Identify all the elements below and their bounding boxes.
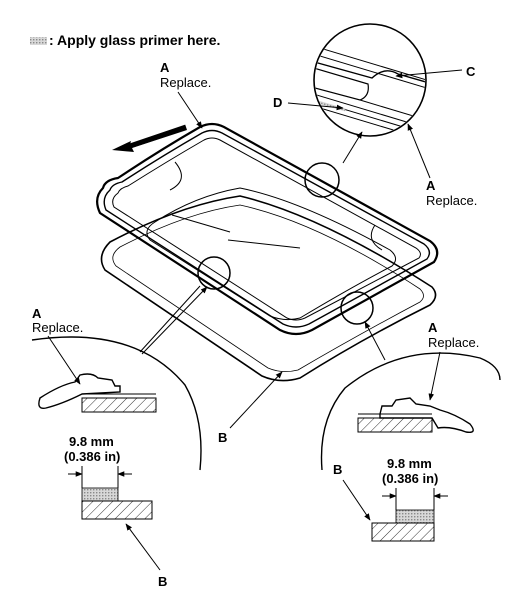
replace-top: Replace.	[160, 75, 211, 90]
glass-panel	[100, 195, 437, 382]
detail-circle-right	[340, 291, 374, 325]
replace-right: Replace.	[428, 335, 479, 350]
detail-circle-top	[304, 162, 340, 198]
label-a-left: A	[32, 306, 42, 321]
legend-text: : Apply glass primer here.	[49, 32, 220, 48]
label-a-top-right: A	[426, 178, 436, 193]
label-b-mid: B	[218, 430, 227, 445]
label-c: C	[466, 64, 476, 79]
legend: : Apply glass primer here.	[30, 32, 220, 48]
replace-left: Replace.	[32, 320, 83, 335]
section-detail-right	[320, 352, 501, 471]
section-detail-left	[31, 336, 202, 471]
label-b-right: B	[333, 462, 342, 477]
detail-circle-left	[197, 256, 231, 290]
arrow-left-icon	[112, 124, 187, 152]
molding-frame	[96, 122, 439, 336]
dim-right-metric: 9.8 mm	[387, 456, 432, 471]
label-a-top: A	[160, 60, 170, 75]
magnified-detail-top	[313, 23, 427, 137]
glass-section-right	[371, 509, 435, 542]
dim-right-imperial: (0.386 in)	[382, 471, 438, 486]
dim-left-metric: 9.8 mm	[69, 434, 114, 449]
label-a-right: A	[428, 320, 438, 335]
label-d: D	[273, 95, 282, 110]
glass-section-left	[81, 487, 153, 520]
primer-swatch	[30, 37, 47, 45]
dim-left-imperial: (0.386 in)	[64, 449, 120, 464]
label-b-left: B	[158, 574, 167, 589]
replace-top-right: Replace.	[426, 193, 477, 208]
